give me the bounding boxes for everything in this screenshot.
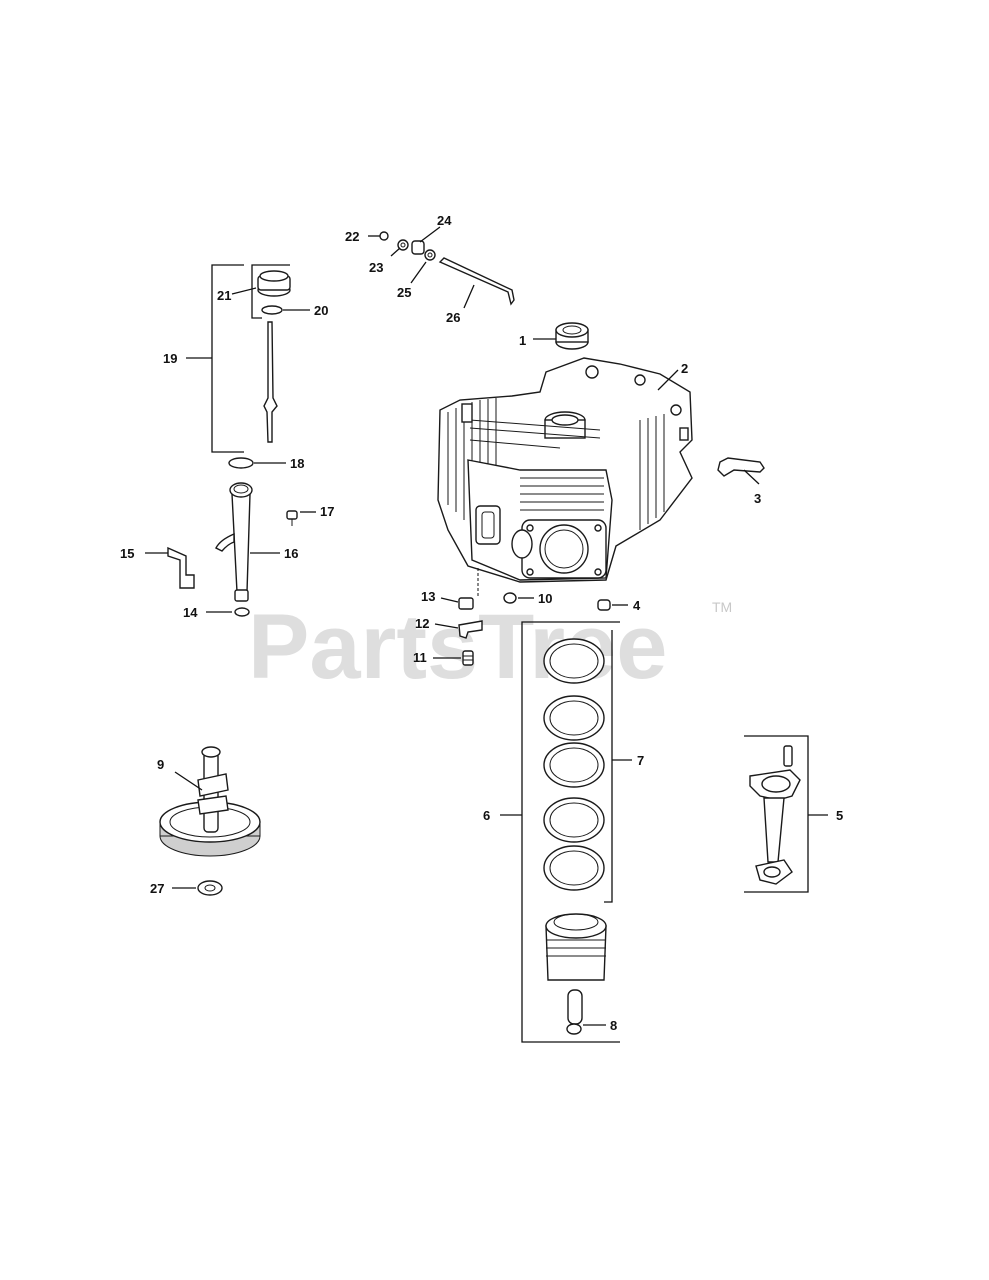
engine-crankcase (437, 357, 693, 583)
part-1-seal (555, 322, 589, 350)
bracket-6 (521, 621, 620, 1043)
callout-25: 25 (397, 285, 411, 300)
part-25-washer (424, 249, 436, 261)
callout-3: 3 (754, 491, 761, 506)
callout-7: 7 (637, 753, 644, 768)
part-26-shaft (438, 257, 515, 306)
watermark-trademark: TM (712, 599, 732, 615)
callout-1: 1 (519, 333, 526, 348)
part-4-plug (597, 599, 611, 611)
part-23-washer (397, 239, 409, 251)
callout-9: 9 (157, 757, 164, 772)
part-24-gear (411, 240, 425, 255)
part-12-bracket (458, 620, 483, 639)
callout-10: 10 (538, 591, 552, 606)
piston-pin (567, 989, 583, 1025)
callout-17: 17 (320, 504, 334, 519)
part-10-plug (503, 592, 517, 604)
part-13-plate (458, 597, 474, 610)
part-14-oring (234, 607, 250, 617)
part-8-clip (566, 1023, 582, 1035)
piston-ring-set (543, 638, 605, 891)
part-3-elbow (717, 457, 765, 477)
callout-24: 24 (437, 213, 452, 228)
callout-2: 2 (681, 361, 688, 376)
callout-22: 22 (345, 229, 359, 244)
part-27-washer (197, 880, 223, 896)
callout-4: 4 (633, 598, 641, 613)
callout-20: 20 (314, 303, 328, 318)
watermark-text: PartsTree (248, 596, 667, 698)
callout-11: 11 (413, 650, 427, 665)
bracket-5 (744, 735, 809, 893)
callout-16: 16 (284, 546, 298, 561)
callout-18: 18 (290, 456, 304, 471)
callout-12: 12 (415, 616, 429, 631)
callout-15: 15 (120, 546, 134, 561)
callout-23: 23 (369, 260, 383, 275)
part-11-screw (462, 650, 474, 666)
camshaft-gear (159, 746, 261, 857)
oil-fill-tube (215, 482, 253, 602)
part-17-screw (286, 510, 298, 526)
callout-19: 19 (163, 351, 177, 366)
dipstick-assembly (257, 270, 291, 443)
part-15-bracket (167, 546, 195, 589)
dipstick-blade (263, 321, 278, 443)
part-18-oring (228, 457, 254, 469)
callout-21: 21 (217, 288, 231, 303)
callout-14: 14 (183, 605, 198, 620)
callout-8: 8 (610, 1018, 617, 1033)
part-22-clip (379, 231, 389, 241)
connecting-rod (749, 745, 801, 885)
callout-13: 13 (421, 589, 435, 604)
governor-parts-group (379, 231, 515, 306)
callout-5: 5 (836, 808, 843, 823)
part-20-oring (261, 305, 283, 315)
callout-6: 6 (483, 808, 490, 823)
callout-26: 26 (446, 310, 460, 325)
callout-27: 27 (150, 881, 164, 896)
piston-assembly (545, 913, 607, 1035)
